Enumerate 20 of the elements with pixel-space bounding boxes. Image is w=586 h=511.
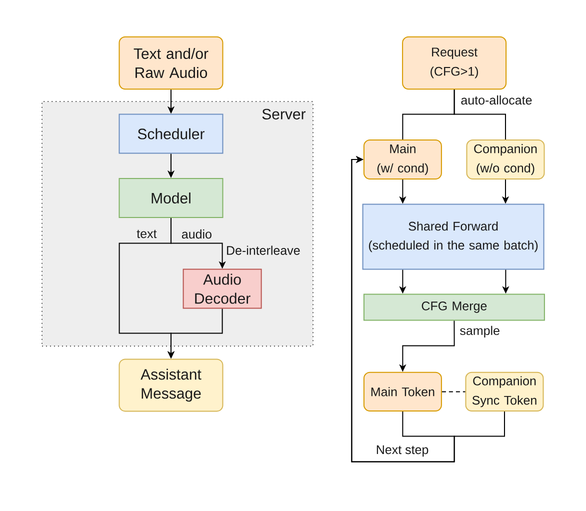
- process-box: Model: [118, 178, 224, 218]
- rounded-box: Assistant Message: [118, 358, 224, 412]
- connector-line: [454, 89, 506, 140]
- edge-label: auto-allocate: [460, 94, 534, 106]
- rounded-box: Text and/or Raw Audio: [118, 36, 224, 90]
- arrow: [351, 156, 505, 462]
- rounded-box: Companion Sync Token: [465, 372, 544, 412]
- edge-label: sample: [458, 324, 501, 339]
- rounded-box: Main Token: [363, 372, 442, 412]
- dashed-line: [441, 391, 466, 392]
- rounded-box: Companion (w/o cond): [466, 140, 545, 180]
- annotation-text: De-interleave: [225, 244, 302, 256]
- rounded-box: Main (w/ cond): [363, 140, 442, 180]
- edge-label: text: [136, 228, 158, 240]
- edge-label: Next step: [374, 444, 430, 458]
- process-box: Scheduler: [118, 114, 224, 154]
- process-box: Shared Forward (scheduled in the same batch): [362, 204, 544, 270]
- rounded-box: Request (CFG>1): [402, 36, 507, 90]
- process-box: Audio Decoder: [182, 268, 262, 309]
- process-box: CFG Merge: [363, 294, 545, 321]
